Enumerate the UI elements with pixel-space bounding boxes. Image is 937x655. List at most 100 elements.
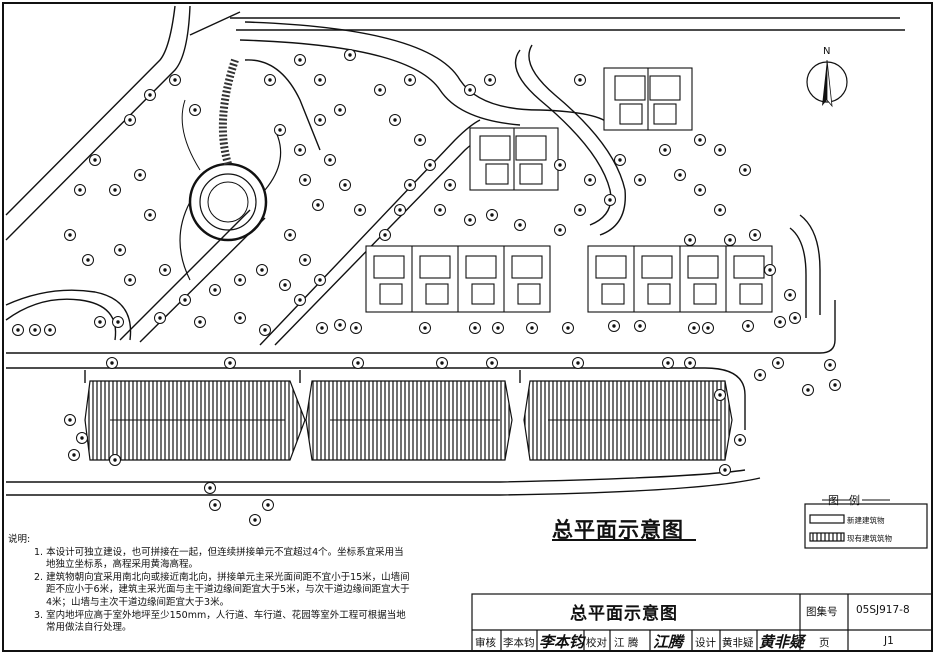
tree-center bbox=[728, 238, 732, 242]
tree-center bbox=[758, 373, 762, 377]
tree-center bbox=[576, 361, 580, 365]
tree-center bbox=[16, 328, 20, 332]
tree-center bbox=[698, 138, 702, 142]
notes-line: 1. 本设计可独立建设，也可拼接在一起，但连续拼接单元不宜超过4个。坐标系宜采用… bbox=[34, 546, 404, 558]
north-label: N bbox=[823, 46, 830, 57]
tree-center bbox=[118, 248, 122, 252]
notes-line: 2. 建筑物朝向宜采用南北向或接近南北向，拼接单元主采光面间距不宜小于15米，山… bbox=[34, 571, 410, 583]
tree-center bbox=[72, 453, 76, 457]
tree-center bbox=[828, 363, 832, 367]
tree-center bbox=[418, 138, 422, 142]
tree-center bbox=[753, 233, 757, 237]
tree-center bbox=[448, 183, 452, 187]
tree-center bbox=[320, 326, 324, 330]
tree-center bbox=[93, 158, 97, 162]
tree-center bbox=[343, 183, 347, 187]
tree-center bbox=[268, 78, 272, 82]
legend-label-existing: 现有建筑筑物 bbox=[847, 534, 892, 543]
review-signature: 李本钧 bbox=[539, 633, 585, 651]
tree-center bbox=[33, 328, 37, 332]
tree-center bbox=[68, 233, 72, 237]
tree-center bbox=[348, 53, 352, 57]
tree-center bbox=[490, 213, 494, 217]
tree-center bbox=[706, 326, 710, 330]
tree-center bbox=[356, 361, 360, 365]
tree-center bbox=[438, 208, 442, 212]
tree-center bbox=[328, 158, 332, 162]
tree-center bbox=[578, 78, 582, 82]
review-name: 李本钧 bbox=[503, 637, 535, 649]
tree-center bbox=[408, 183, 412, 187]
tree-center bbox=[496, 326, 500, 330]
title-block bbox=[471, 593, 933, 652]
central-garden bbox=[179, 58, 282, 281]
tree-center bbox=[788, 293, 792, 297]
tree-center bbox=[110, 361, 114, 365]
design-label: 设计 bbox=[695, 637, 716, 649]
notes-heading: 说明: bbox=[8, 534, 31, 545]
tree-center bbox=[518, 223, 522, 227]
tree-center bbox=[238, 316, 242, 320]
atlas-number-label: 图集号 bbox=[806, 606, 838, 618]
notes-line: 4米；山墙与主次干道边缘间距宜大于3米。 bbox=[46, 596, 230, 608]
notes-line: 距不应小于6米，建筑主采光面与主干道边缘间距宜大于5米，与次干道边缘间距宜大于 bbox=[46, 584, 410, 596]
tree-center bbox=[378, 88, 382, 92]
tree-center bbox=[718, 148, 722, 152]
tree-center bbox=[738, 438, 742, 442]
tree-center bbox=[260, 268, 264, 272]
tree-center bbox=[283, 283, 287, 287]
legend-label-new: 新建建筑物 bbox=[847, 516, 885, 525]
design-notes: 说明: 1. 本设计可独立建设，也可拼接在一起，但连续拼接单元不宜超过4个。坐标… bbox=[8, 534, 468, 635]
tree-center bbox=[440, 361, 444, 365]
tree-center bbox=[68, 418, 72, 422]
tree-center bbox=[618, 158, 622, 162]
tree-center bbox=[688, 361, 692, 365]
tree-center bbox=[303, 178, 307, 182]
tree-center bbox=[316, 203, 320, 207]
tree-center bbox=[718, 208, 722, 212]
review-label: 审核 bbox=[475, 637, 496, 649]
tree-center bbox=[612, 324, 616, 328]
tree-center bbox=[338, 323, 342, 327]
tree-center bbox=[768, 268, 772, 272]
tree-center bbox=[638, 324, 642, 328]
tree-center bbox=[718, 393, 722, 397]
road-network bbox=[5, 5, 905, 496]
tree-center bbox=[338, 108, 342, 112]
page-label: 页 bbox=[819, 637, 830, 649]
tree-center bbox=[158, 316, 162, 320]
tree-center bbox=[383, 233, 387, 237]
tree-center bbox=[298, 298, 302, 302]
tree-center bbox=[213, 288, 217, 292]
notes-line: 3. 室内地坪应高于室外地坪至少150mm，人行道、车行道、花园等室外工程可根据… bbox=[34, 609, 406, 621]
tree-center bbox=[266, 503, 270, 507]
tree-center bbox=[358, 208, 362, 212]
tree-center bbox=[148, 213, 152, 217]
tree-center bbox=[698, 188, 702, 192]
tree-center bbox=[193, 108, 197, 112]
tree-center bbox=[183, 298, 187, 302]
tree-center bbox=[86, 258, 90, 262]
design-signature: 黄非疑 bbox=[759, 633, 805, 651]
tree-center bbox=[173, 78, 177, 82]
tree-center bbox=[588, 178, 592, 182]
legend-box bbox=[804, 499, 928, 549]
new-building-c bbox=[365, 245, 551, 313]
plan-title: 总平面示意图 bbox=[552, 518, 684, 542]
tree-center bbox=[530, 326, 534, 330]
tree-center bbox=[288, 233, 292, 237]
tree-center bbox=[723, 468, 727, 472]
tree-center bbox=[148, 93, 152, 97]
tree-center bbox=[48, 328, 52, 332]
tree-center bbox=[488, 78, 492, 82]
design-name: 黄非疑 bbox=[722, 637, 754, 649]
tree-center bbox=[138, 173, 142, 177]
tree-center bbox=[468, 218, 472, 222]
tree-center bbox=[678, 173, 682, 177]
north-compass bbox=[806, 59, 848, 108]
tree-center bbox=[490, 361, 494, 365]
tree-center bbox=[298, 148, 302, 152]
tree-center bbox=[793, 316, 797, 320]
